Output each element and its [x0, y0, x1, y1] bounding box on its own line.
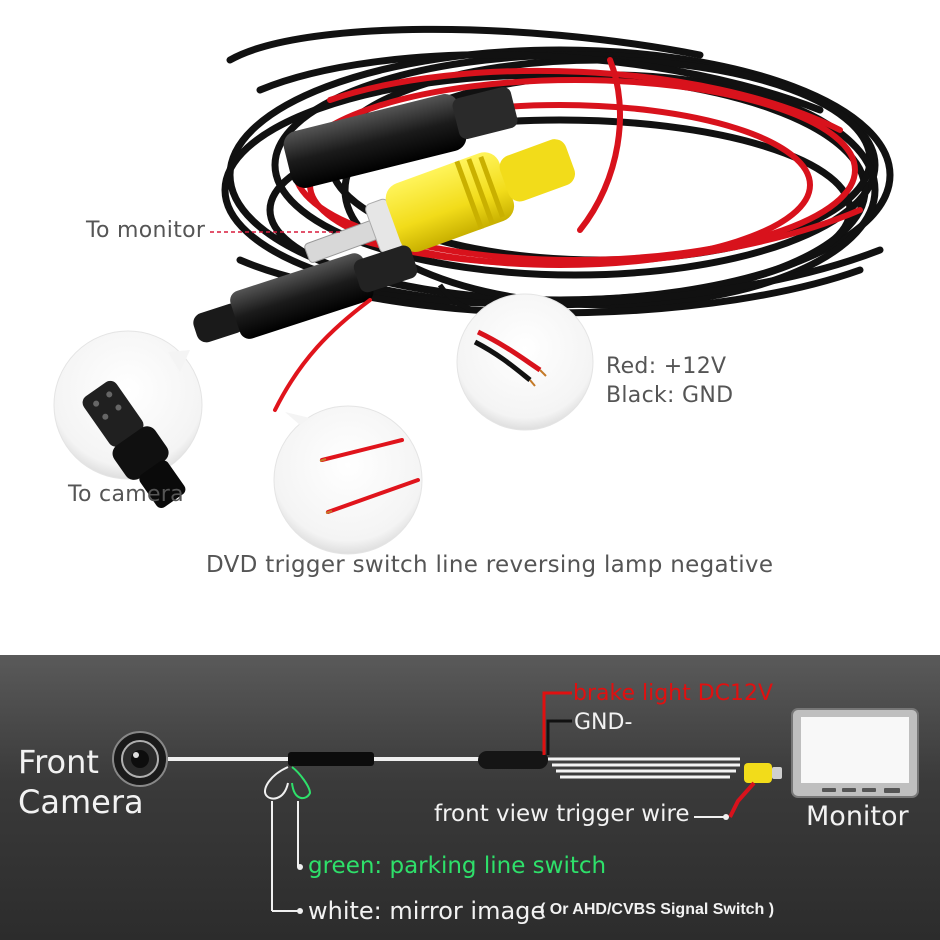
front-view-trigger-label: front view trigger wire: [434, 801, 690, 827]
brake-light-lead: [542, 691, 572, 755]
trigger-wire-bubble: [273, 405, 423, 555]
cable-bundle: [548, 757, 740, 779]
wiring-diagram-panel: Front Camera brake light DC12V GND- fron…: [0, 655, 940, 940]
cable-bundle-illustration: [53, 25, 894, 555]
to-monitor-label: To monitor: [86, 218, 206, 243]
power-wires-bubble: [456, 293, 594, 431]
wiring-diagram-graphic: [112, 691, 919, 914]
red-power-label: Red: +12V: [606, 354, 727, 379]
inline-plug: [478, 751, 548, 769]
front-view-trigger-lead: [728, 781, 756, 818]
gnd-label: GND-: [574, 710, 633, 735]
green-wire-loop: [291, 766, 312, 800]
white-wire-note: ( Or AHD/CVBS Signal Switch ): [540, 901, 775, 918]
brake-light-label: brake light DC12V: [573, 681, 774, 706]
white-wire-loop: [264, 766, 289, 800]
monitor-icon: [791, 708, 919, 798]
front-camera-label-line2: Camera: [18, 783, 144, 821]
to-camera-label: To camera: [68, 482, 184, 507]
inline-connector-block: [283, 87, 518, 188]
cable-photo-section: To monitor Red: +12V Black: GND To camer…: [53, 25, 894, 578]
camera-callout-bubble: [53, 330, 203, 508]
rca-yellow-plug: [304, 139, 576, 263]
front-camera-icon: [112, 731, 168, 787]
trigger-red-wire: [273, 298, 372, 412]
trigger-caption: DVD trigger switch line reversing lamp n…: [206, 552, 774, 578]
camera-plug: [193, 245, 418, 343]
white-wire-label: white: mirror image: [308, 897, 546, 925]
rca-connector: [744, 763, 772, 783]
front-camera-label-line1: Front: [18, 743, 99, 781]
green-wire-label: green: parking line switch: [308, 853, 607, 879]
black-gnd-label: Black: GND: [606, 383, 734, 408]
monitor-label: Monitor: [806, 801, 909, 832]
gnd-lead: [546, 719, 572, 755]
